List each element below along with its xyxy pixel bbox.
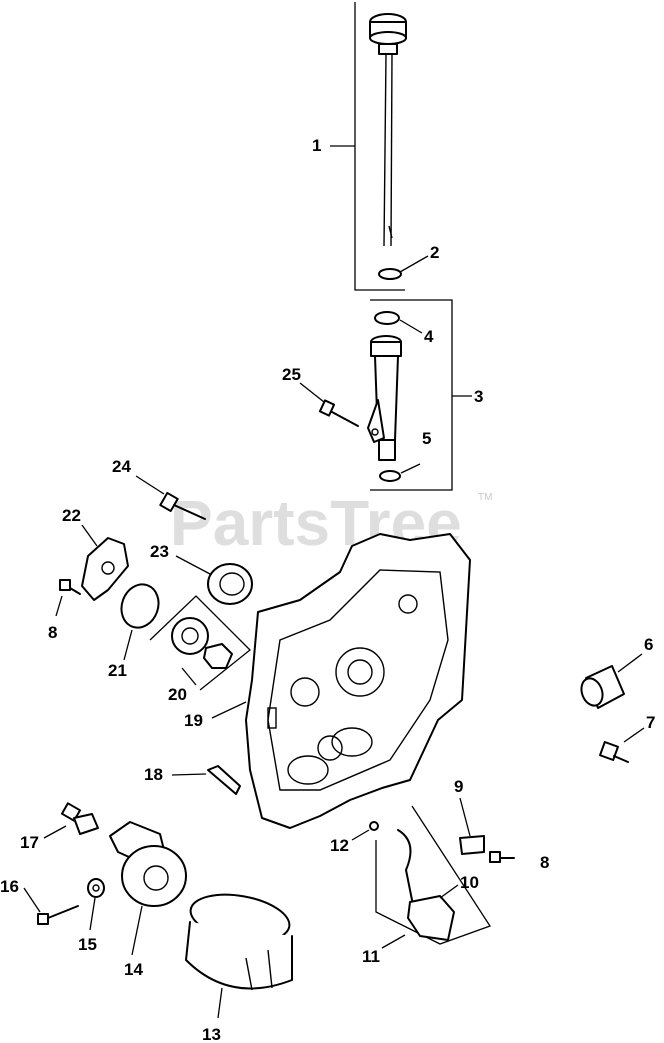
filter-adapter-bolt[interactable] [37, 905, 79, 925]
callout-11[interactable]: 11 [362, 947, 380, 966]
callout-16[interactable]: 16 [0, 877, 19, 896]
large-o-ring[interactable] [116, 579, 165, 633]
callout-17[interactable]: 17 [20, 833, 39, 852]
oil-seal[interactable] [207, 563, 253, 605]
oil-filter-adapter[interactable] [109, 821, 187, 907]
long-bolt[interactable] [159, 491, 206, 520]
dipstick-tube-bracket [370, 299, 472, 491]
dipstick-o-ring[interactable] [378, 268, 402, 280]
oil-filter[interactable] [185, 888, 293, 991]
callout-18[interactable]: 18 [144, 765, 163, 784]
oil-pressure-sensor[interactable] [60, 802, 99, 835]
pickup-o-ring[interactable] [369, 821, 379, 831]
callout-12[interactable]: 12 [330, 836, 349, 855]
dipstick-part[interactable] [369, 13, 407, 247]
small-gasket[interactable] [207, 765, 241, 795]
callout-14[interactable]: 14 [124, 960, 143, 979]
callout-9[interactable]: 9 [454, 777, 463, 796]
callout-21[interactable]: 21 [108, 661, 127, 680]
callout-8-right[interactable]: 8 [540, 853, 549, 872]
oil-pickup-tube[interactable] [397, 829, 455, 941]
callout-10[interactable]: 10 [460, 873, 479, 892]
callout-24[interactable]: 24 [112, 457, 131, 476]
callout-25[interactable]: 25 [282, 365, 301, 384]
callout-20[interactable]: 20 [168, 685, 187, 704]
callout-22[interactable]: 22 [62, 506, 81, 525]
dipstick-tube-part[interactable] [367, 335, 402, 461]
oil-pump-bracket [149, 595, 251, 691]
tube-top-o-ring[interactable] [374, 311, 400, 325]
oil-pump-rotor-inner[interactable] [203, 643, 233, 669]
oil-pump-rotor-outer[interactable] [171, 617, 209, 655]
callout-4[interactable]: 4 [424, 327, 434, 346]
trademark-mark: TM [478, 492, 492, 503]
dipstick-tube-bolt[interactable] [318, 399, 359, 427]
callout-13[interactable]: 13 [202, 1025, 221, 1043]
callout-5[interactable]: 5 [422, 429, 431, 448]
crankcase-cover[interactable] [245, 533, 471, 829]
callout-23[interactable]: 23 [150, 542, 169, 561]
callout-19[interactable]: 19 [184, 711, 203, 730]
tube-bottom-o-ring[interactable] [379, 470, 401, 482]
callout-6[interactable]: 6 [644, 635, 653, 654]
callout-3[interactable]: 3 [474, 387, 483, 406]
washer[interactable] [87, 878, 105, 898]
screw-right[interactable] [489, 851, 515, 863]
callout-1[interactable]: 1 [312, 136, 321, 155]
callout-8-left[interactable]: 8 [48, 623, 57, 642]
fitting[interactable] [599, 741, 629, 763]
cover-plate[interactable] [81, 537, 129, 601]
callout-15[interactable]: 15 [78, 935, 97, 954]
bushing[interactable] [578, 665, 625, 709]
oil-pickup-bracket [375, 805, 491, 945]
dipstick-bracket [330, 2, 405, 291]
callout-7[interactable]: 7 [646, 713, 655, 732]
callout-2[interactable]: 2 [430, 243, 439, 262]
screw-left[interactable] [59, 579, 81, 595]
retaining-clip[interactable] [459, 835, 485, 855]
